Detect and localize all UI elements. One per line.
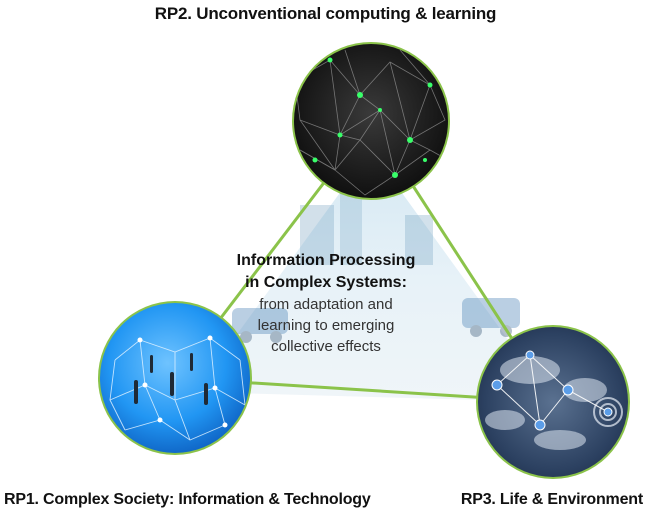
- background-scene: [232, 190, 520, 343]
- center-sub-line2: learning to emerging: [257, 317, 395, 334]
- center-title-line2: in Complex Systems:: [245, 274, 407, 291]
- center-sub-line3: collective effects: [271, 338, 381, 355]
- center-title-line1: Information Processing: [236, 252, 416, 269]
- center-text: Information Processing in Complex System…: [232, 250, 420, 357]
- rp1-node: [98, 301, 252, 455]
- rp1-label: RP1. Complex Society: Information & Tech…: [4, 491, 371, 508]
- rp2-label: RP2. Unconventional computing & learning: [154, 4, 497, 23]
- rp3-node: [476, 325, 630, 479]
- rp3-label: RP3. Life & Environment: [460, 491, 643, 508]
- central-triangle: [195, 150, 553, 402]
- rp2-node: [292, 42, 450, 200]
- center-sub-line1: from adaptation and: [259, 296, 393, 313]
